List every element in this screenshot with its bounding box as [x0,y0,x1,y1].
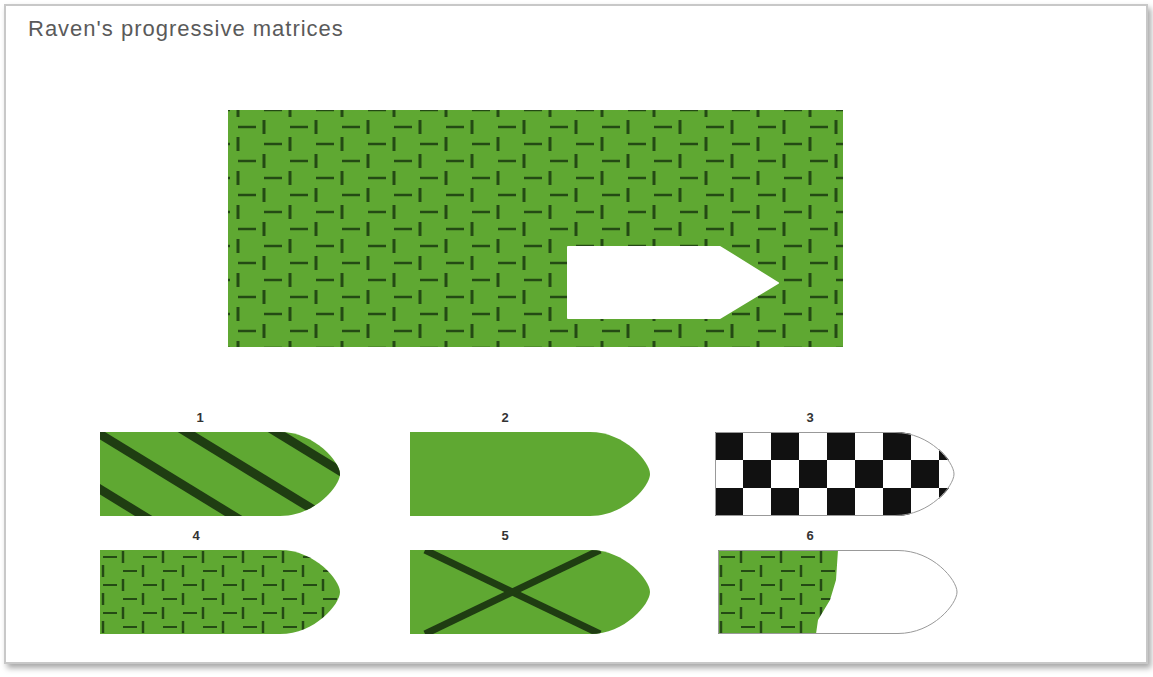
pattern-matrix [228,110,843,347]
option-number: 6 [806,528,813,543]
option-number: 2 [501,410,508,425]
option-stripes [0,422,430,526]
title: Raven's progressive matrices [28,16,344,42]
option-checkerboard [715,432,967,516]
option-partial [718,550,958,634]
option-number: 1 [196,410,203,425]
option-number: 5 [501,528,508,543]
option-number: 4 [192,528,199,543]
missing-piece [568,247,778,318]
option-number: 3 [806,410,813,425]
option-plain [410,432,650,516]
option-cross [410,550,650,634]
option-pattern [100,550,340,634]
